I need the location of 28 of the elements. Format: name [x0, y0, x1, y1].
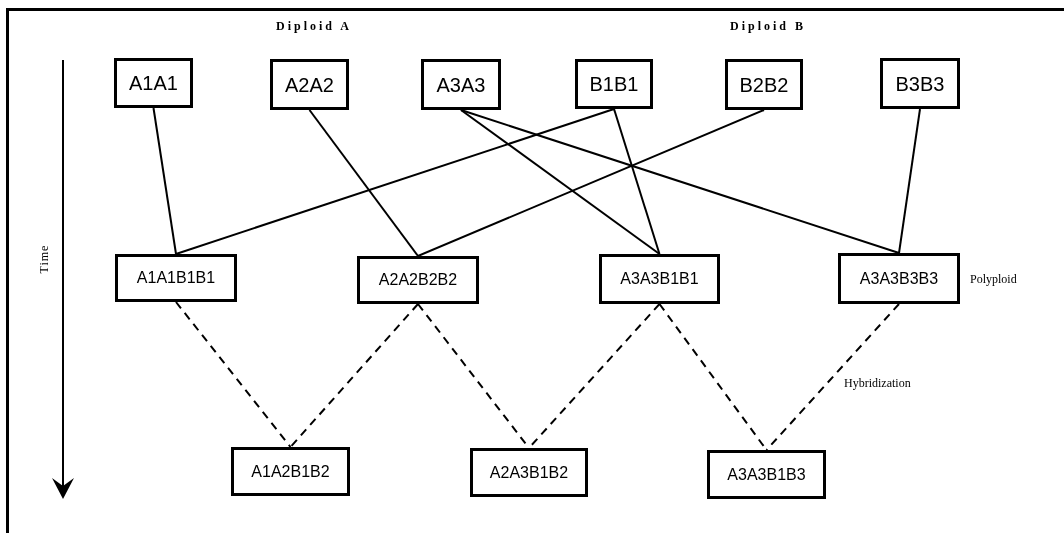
- genome-box: A1A1: [114, 58, 193, 108]
- genome-box: A1A2B1B2: [231, 447, 350, 496]
- genome-box: A3A3B1B3: [707, 450, 826, 499]
- connector-line: [175, 108, 615, 255]
- dashed-line: [175, 301, 292, 448]
- connector-line: [460, 109, 661, 255]
- genome-box: B1B1: [575, 59, 653, 109]
- genome-box: B2B2: [725, 59, 803, 110]
- genome-box: A3A3: [421, 59, 501, 110]
- genome-box: B3B3: [880, 58, 960, 109]
- dashed-line: [765, 303, 900, 451]
- genome-box: A3A3B1B1: [599, 254, 720, 304]
- connector-line: [613, 108, 661, 255]
- genome-box: A2A2B2B2: [357, 256, 479, 304]
- genome-box: A2A3B1B2: [470, 448, 588, 497]
- connector-line: [417, 109, 765, 257]
- connector-line: [898, 108, 921, 254]
- axis-label: Time: [36, 244, 53, 274]
- dashed-line: [289, 303, 419, 448]
- genome-box: A2A2: [270, 59, 349, 110]
- connector-line: [152, 107, 177, 255]
- connector-line: [308, 109, 419, 257]
- level-label: Polyploid: [970, 271, 1017, 288]
- connector-line: [460, 109, 900, 254]
- genome-box: A1A1B1B1: [115, 254, 237, 302]
- group-label: Diploid B: [729, 18, 807, 35]
- genome-box: A3A3B3B3: [838, 253, 960, 304]
- group-label: Diploid A: [275, 18, 353, 35]
